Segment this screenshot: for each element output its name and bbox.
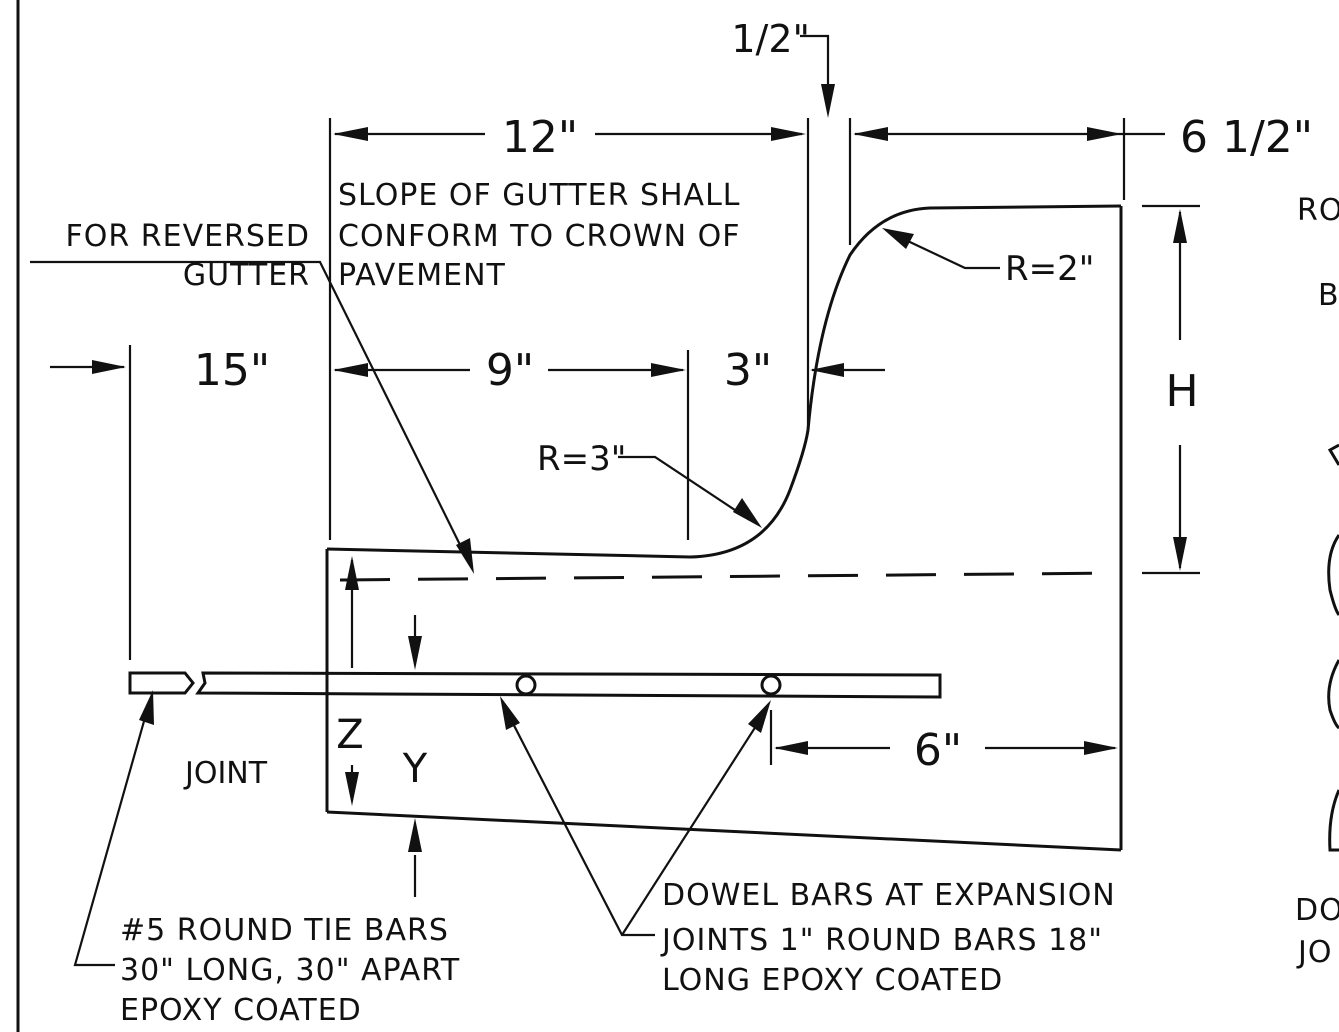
leader-reversed-gutter [30, 260, 474, 574]
adjacent-detail-text: RO B DO JO [1295, 193, 1339, 970]
partial-text-do: DO [1295, 893, 1339, 928]
slope-note-line-1: SLOPE OF GUTTER SHALL [338, 178, 741, 213]
reversed-note-line-1: FOR REVERSED [66, 219, 310, 254]
joint-label: JOINT [183, 756, 268, 791]
partial-text-jo: JO [1296, 935, 1332, 970]
dimension-h [1173, 209, 1187, 571]
section-bottom [326, 810, 1122, 852]
dimension-z [345, 556, 359, 806]
dimension-3 [810, 363, 885, 377]
partial-text-ro: RO [1297, 193, 1339, 228]
dim-9-label: 9" [486, 345, 534, 396]
pavement-crown-dashed-line [339, 571, 1122, 582]
reversed-gutter-note: FOR REVERSED GUTTER [66, 219, 310, 293]
slope-note-line-3: PAVEMENT [338, 258, 506, 293]
dim-3-label: 3" [724, 345, 772, 396]
slope-note-line-2: CONFORM TO CROWN OF [338, 219, 741, 254]
extension-lines [128, 118, 1200, 765]
dowel-bars-note: DOWEL BARS AT EXPANSION JOINTS 1" ROUND … [660, 878, 1116, 998]
dim-half-inch-label: 1/2" [731, 17, 810, 61]
tie-bar-break-left [128, 671, 195, 695]
dim-6-half-label: 6 1/2" [1180, 112, 1313, 163]
tie-note-line-2: 30" LONG, 30" APART [120, 953, 460, 988]
dim-6-label: 6" [914, 725, 962, 776]
tie-bars-note: #5 ROUND TIE BARS 30" LONG, 30" APART EP… [120, 913, 460, 1028]
tie-note-line-3: EPOXY COATED [120, 993, 362, 1028]
gutter-curb-profile [326, 204, 1122, 559]
curb-gutter-section [325, 204, 1123, 852]
adjacent-detail-partial [1327, 443, 1339, 852]
leader-tie-bars [73, 690, 154, 967]
dimension-half-inch-leader [800, 34, 835, 118]
slope-note: SLOPE OF GUTTER SHALL CONFORM TO CROWN O… [338, 178, 741, 293]
dim-15-label: 15" [194, 345, 270, 396]
dim-z-label: Z [336, 712, 363, 758]
dowel-bar-section-1 [515, 674, 537, 696]
radius-2-label: R=2" [1005, 249, 1094, 289]
tie-bar [128, 671, 942, 699]
reversed-note-line-2: GUTTER [183, 258, 310, 293]
leader-dowel-bars [500, 696, 771, 937]
partial-text-b: B [1318, 278, 1339, 313]
dimension-9 [333, 363, 686, 377]
dimension-12 [333, 127, 806, 141]
dowel-bar-section-2 [760, 674, 782, 696]
dowel-note-line-3: LONG EPOXY COATED [662, 963, 1003, 998]
dimension-6 [774, 741, 1118, 755]
dowel-note-line-2: JOINTS 1" ROUND BARS 18" [660, 923, 1103, 958]
dimension-15 [50, 360, 126, 374]
dimension-labels: 1/2" 12" 6 1/2" 15" 9" 3" H 6" R=2" R=3"… [194, 17, 1313, 792]
dim-y-label: Y [402, 746, 428, 792]
radius-3-label: R=3" [537, 439, 626, 479]
tie-bar-body [195, 671, 942, 699]
dimension-6-half [853, 127, 1165, 141]
dim-12-label: 12" [502, 112, 578, 163]
dimension-y [408, 615, 422, 897]
dowel-note-line-1: DOWEL BARS AT EXPANSION [662, 878, 1116, 913]
leader-r3 [618, 455, 762, 528]
leader-r2 [882, 228, 1000, 270]
tie-note-line-1: #5 ROUND TIE BARS [120, 913, 449, 948]
dim-h-label: H [1165, 366, 1198, 417]
